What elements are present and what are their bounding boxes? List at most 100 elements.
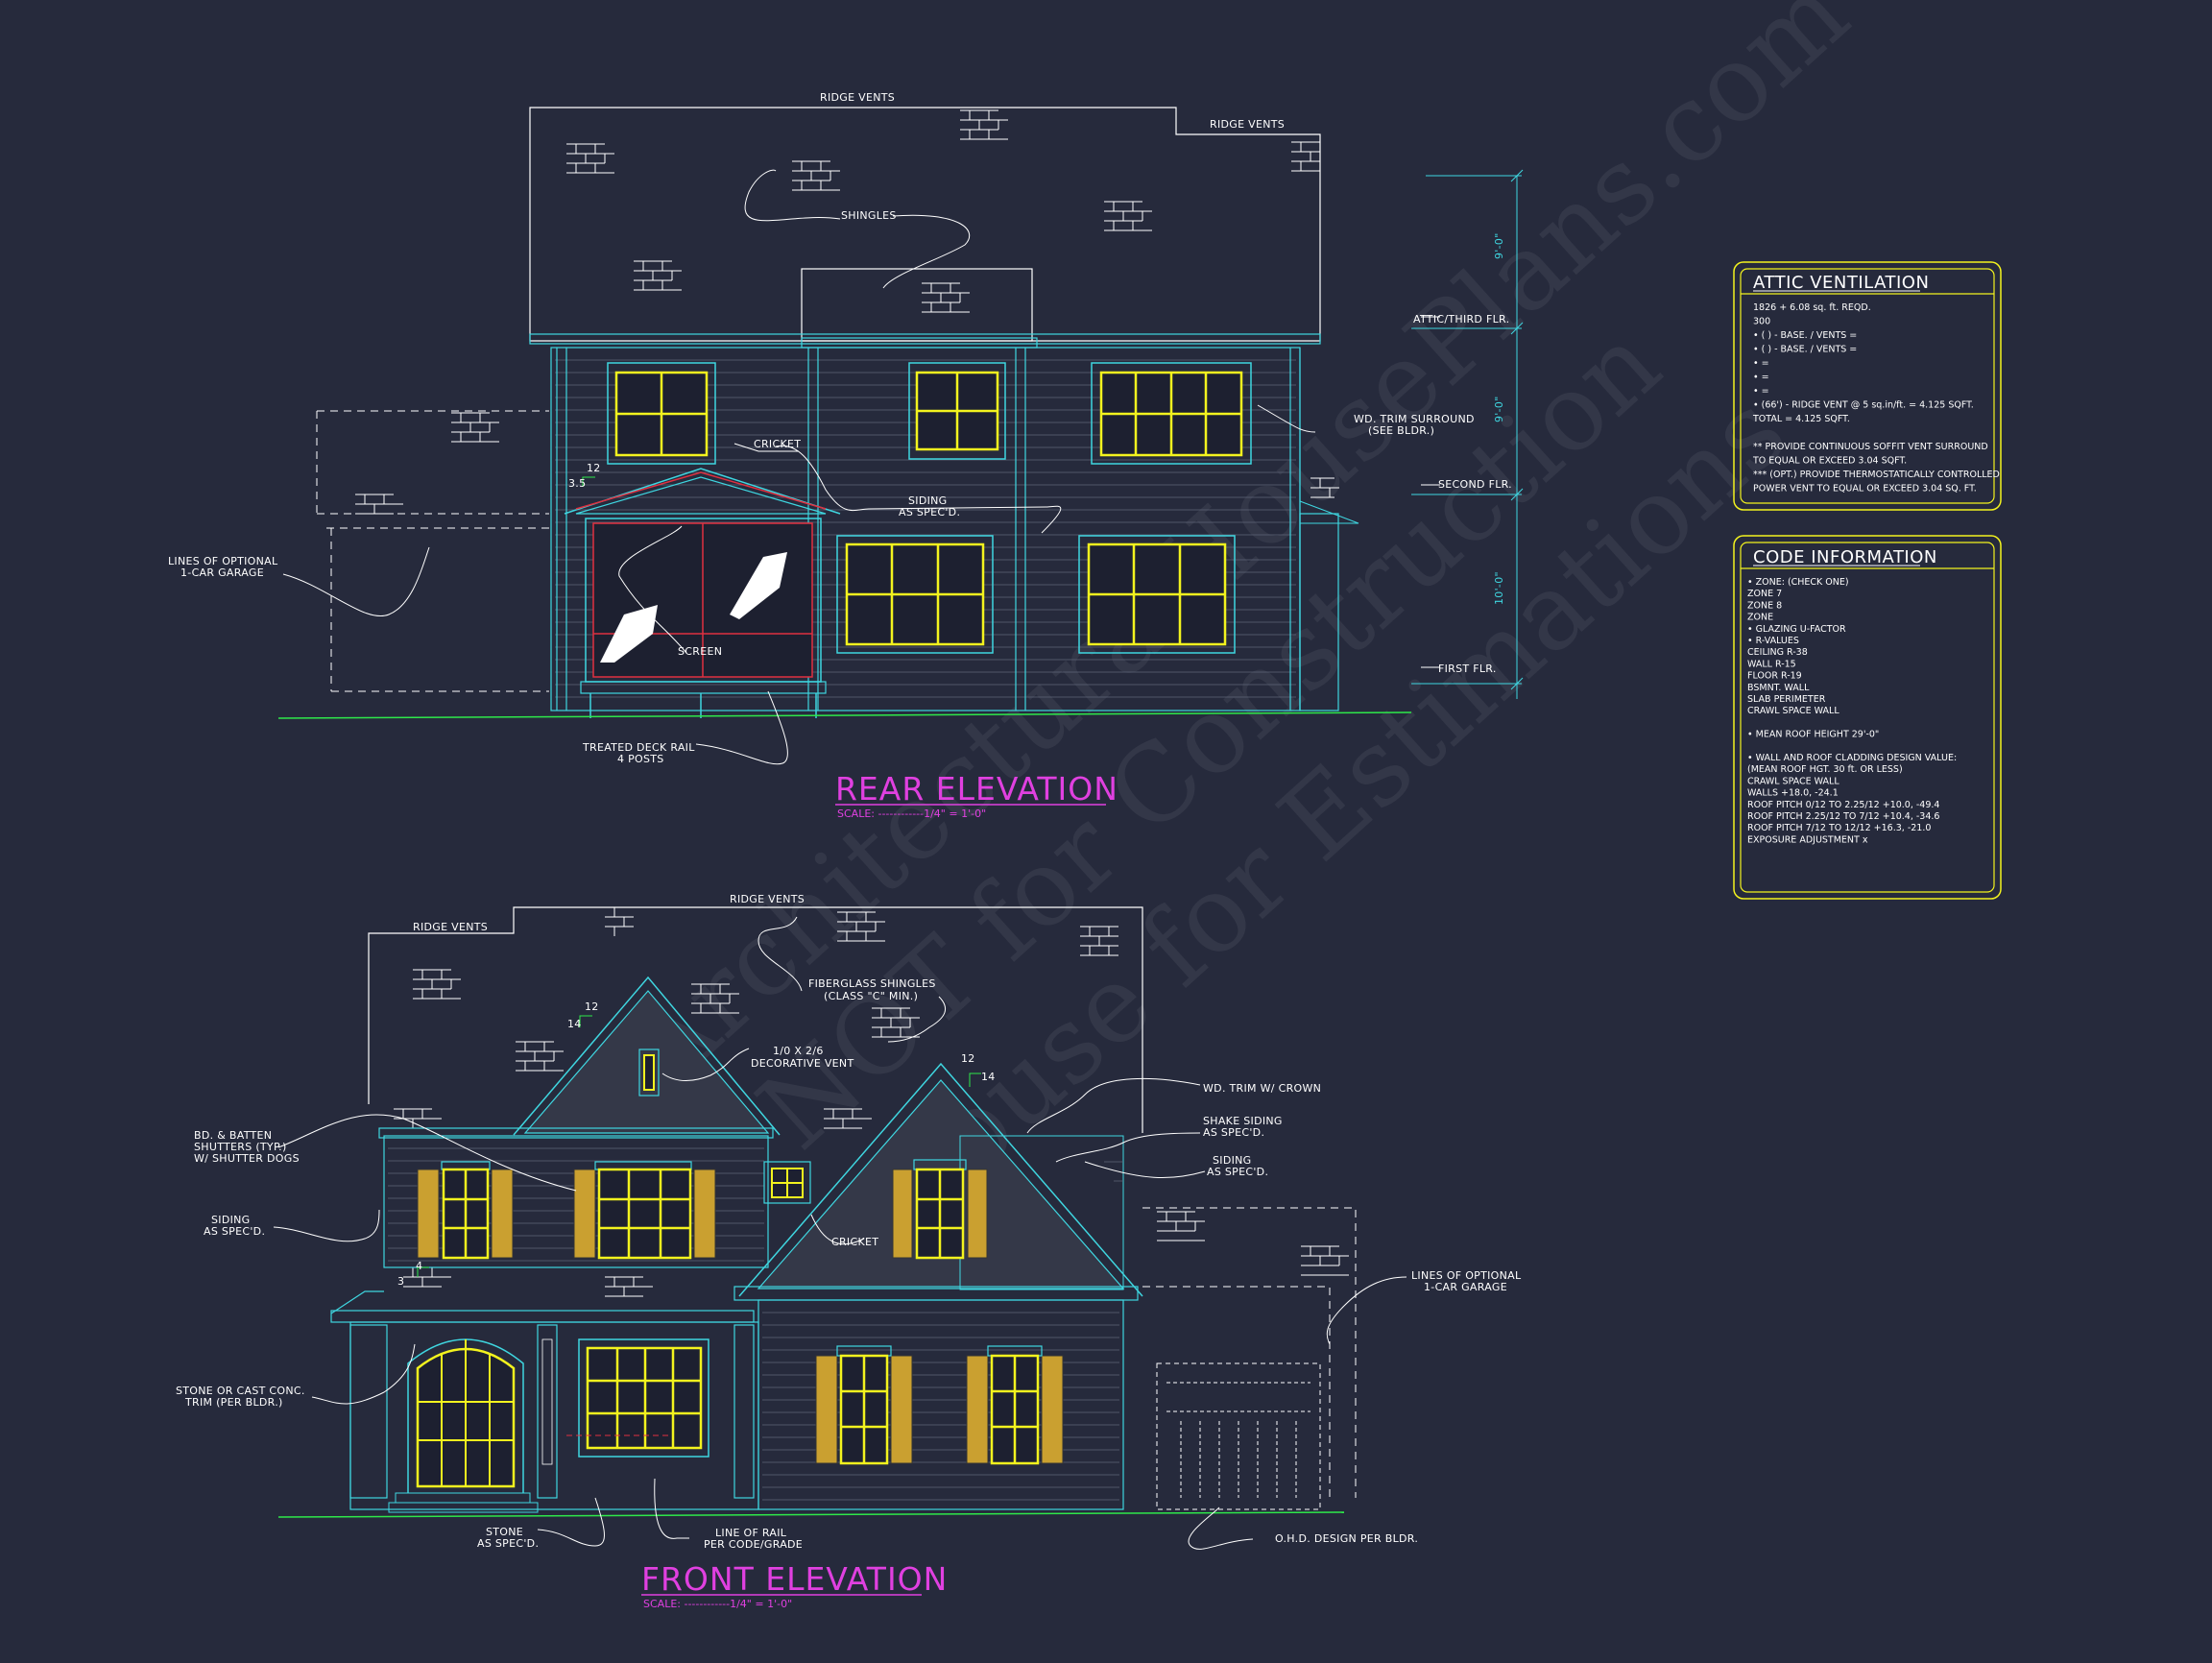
code_information-line: • GLAZING U-FACTOR xyxy=(1747,624,1846,635)
front-porch-beam xyxy=(330,1310,755,1323)
rear-garage-label-2: 1-CAR GARAGE xyxy=(180,566,264,579)
code_information-line: FLOOR R-19 xyxy=(1747,671,1802,682)
front-stone-trim-label-2: TRIM (PER BLDR.) xyxy=(184,1396,283,1409)
front-right-gable xyxy=(738,1062,1143,1297)
rear-shingles-label: SHINGLES xyxy=(841,209,897,222)
front-scale-label: SCALE: ------------1/4" = 1'-0" xyxy=(643,1598,792,1610)
front-shingle-symbols xyxy=(394,906,1349,1297)
code_information-line: SLAB PERIMETER xyxy=(1747,694,1826,705)
front-pitch-12a: 12 xyxy=(585,1000,599,1013)
attic-ventilation-lines: 1826 + 6.08 sq. ft. REQD.300• ( ) - BASE… xyxy=(1752,302,2000,494)
front-vent-label-1: 1/0 X 2/6 xyxy=(773,1045,824,1057)
front-fiberglass-label-2: (CLASS "C" MIN.) xyxy=(824,990,918,1002)
rear-dim-10ft: 10'-0" xyxy=(1493,571,1505,605)
rear-siding-label-1: SIDING xyxy=(908,494,948,507)
front-ridge-vents-label: RIDGE VENTS xyxy=(730,893,805,905)
code_information-line: • MEAN ROOF HEIGHT 29'-0" xyxy=(1747,730,1879,740)
rear-right-roof xyxy=(1299,500,1359,524)
front-pitch-4: 4 xyxy=(416,1260,422,1272)
front-siding-left-1: SIDING xyxy=(211,1214,251,1226)
code_information-line: ROOF PITCH 7/12 TO 12/12 +16.3, -21.0 xyxy=(1747,823,1931,833)
front-ohd-label: O.H.D. DESIGN PER BLDR. xyxy=(1275,1532,1418,1545)
rear-shingle-symbols xyxy=(355,109,1339,515)
code-information-lines: • ZONE: (CHECK ONE) ZONE 7 ZONE 8 ZONE• … xyxy=(1747,577,1957,845)
front-garage-label-2: 1-CAR GARAGE xyxy=(1424,1281,1507,1293)
front-shake-label-2: AS SPEC'D. xyxy=(1203,1126,1264,1139)
front-siding-left-2: AS SPEC'D. xyxy=(204,1225,265,1238)
rear-dim-9ft-upper: 9'-0" xyxy=(1493,232,1505,259)
front-siding-right-2: AS SPEC'D. xyxy=(1207,1166,1268,1178)
attic_ventilation-line: *** (OPT.) PROVIDE THERMOSTATICALLY CONT… xyxy=(1753,470,2000,480)
attic_ventilation-line: • ( ) - BASE. / VENTS = xyxy=(1753,330,1857,341)
code_information-line: • ZONE: (CHECK ONE) xyxy=(1747,577,1849,588)
rear-upper-windows xyxy=(607,362,1252,465)
watermark: ArchitecturalHousePlans.com NOT for Cons… xyxy=(602,0,1871,1260)
front-lower-wall xyxy=(757,1299,1124,1510)
rear-dormer xyxy=(801,268,1033,342)
front-stone-column xyxy=(541,1338,553,1465)
rear-trim-label-2: (SEE BLDR.) xyxy=(1368,424,1434,437)
rear-cricket-label: CRICKET xyxy=(754,438,801,450)
front-vent-label-2: DECORATIVE VENT xyxy=(751,1057,854,1070)
rear-garage-label-1: LINES OF OPTIONAL xyxy=(168,555,278,567)
front-cricket-label: CRICKET xyxy=(831,1236,878,1248)
front-elevation-title: FRONT ELEVATION xyxy=(641,1560,948,1598)
code_information-line: WALL R-15 xyxy=(1747,659,1796,669)
rear-dormer-eave xyxy=(801,337,1038,349)
code_information-line: (MEAN ROOF HGT. 30 ft. OR LESS) xyxy=(1747,764,1903,775)
front-batten-label-2: SHUTTERS (TYP.) xyxy=(194,1141,287,1153)
code_information-line: ZONE xyxy=(1747,613,1773,623)
front-elevation: 14 12 12 14 4 3 RIDGE VENTS RIDGE VENTS … xyxy=(176,893,1522,1610)
code_information-line: ROOF PITCH 0/12 TO 2.25/12 +10.0, -49.4 xyxy=(1747,800,1939,810)
front-batten-label-1: BD. & BATTEN xyxy=(194,1129,272,1142)
front-leader-lines xyxy=(273,916,1407,1550)
code_information-line: • WALL AND ROOF CLADDING DESIGN VALUE: xyxy=(1747,753,1957,763)
attic_ventilation-line: • = xyxy=(1753,373,1769,383)
attic_ventilation-line: • = xyxy=(1753,358,1769,369)
front-arched-door xyxy=(407,1338,524,1493)
rear-screen-label: SCREEN xyxy=(678,645,722,658)
front-decorative-vent xyxy=(638,1048,660,1097)
rear-siding-label-2: AS SPEC'D. xyxy=(899,506,960,518)
code_information-line: ROOF PITCH 2.25/12 TO 7/12 +10.4, -34.6 xyxy=(1747,811,1939,822)
front-fiberglass-label-1: FIBERGLASS SHINGLES xyxy=(808,977,936,990)
attic_ventilation-line: • = xyxy=(1753,386,1769,397)
front-garage-label-1: LINES OF OPTIONAL xyxy=(1411,1269,1522,1282)
rear-ridge-vents-label-2: RIDGE VENTS xyxy=(1210,118,1285,131)
front-roof-outline-main xyxy=(368,906,1143,1133)
rear-pitch-mark xyxy=(582,476,595,487)
front-lower-siding xyxy=(762,1312,1119,1501)
rear-dim-9ft: 9'-0" xyxy=(1493,396,1505,422)
rear-grade-line xyxy=(277,711,1412,719)
front-siding-right-1: SIDING xyxy=(1213,1154,1252,1167)
code_information-line: BSMNT. WALL xyxy=(1747,683,1810,693)
front-pitch-14b: 14 xyxy=(981,1071,996,1083)
code_information-line: • R-VALUES xyxy=(1747,636,1799,646)
attic_ventilation-line: 1826 + 6.08 sq. ft. REQD. xyxy=(1753,302,1871,313)
rear-leader-lines xyxy=(282,169,1440,765)
front-gable-window xyxy=(892,1159,988,1260)
front-pitch-12b: 12 xyxy=(961,1052,975,1065)
front-lower-windows xyxy=(815,1345,1064,1465)
code_information-line: CRAWL SPACE WALL xyxy=(1747,776,1839,786)
rear-first-floor-label: FIRST FLR. xyxy=(1438,663,1497,675)
attic_ventilation-line: POWER VENT TO EQUAL OR EXCEED 3.04 SQ. F… xyxy=(1753,484,1977,494)
front-rail-label-2: PER CODE/GRADE xyxy=(704,1538,803,1551)
code_information-line: ZONE 8 xyxy=(1747,600,1782,611)
rear-roof-outline xyxy=(529,107,1321,342)
rear-attic-floor-label: ATTIC/THIRD FLR. xyxy=(1413,313,1509,325)
front-upper-wall xyxy=(383,1135,769,1268)
rear-ridge-vents-label: RIDGE VENTS xyxy=(820,91,895,104)
code-information-box: CODE INFORMATION • ZONE: (CHECK ONE) ZON… xyxy=(1733,535,2002,900)
attic_ventilation-line: ** PROVIDE CONTINUOUS SOFFIT VENT SURROU… xyxy=(1753,442,1988,452)
front-stone-trim-label-1: STONE OR CAST CONC. xyxy=(176,1385,305,1397)
attic-ventilation-title: ATTIC VENTILATION xyxy=(1753,273,1929,293)
rear-screened-porch xyxy=(564,468,841,718)
attic_ventilation-line: • (66') - RIDGE VENT @ 5 sq.in/ft. = 4.1… xyxy=(1753,400,1974,411)
rear-elevation: 9'-0" 9'-0" 10'-0" 12 3.5 RIDGE VENTS RI… xyxy=(168,91,1524,820)
front-batten-label-3: W/ SHUTTER DOGS xyxy=(194,1152,300,1165)
code_information-line: WALLS +18.0, -24.1 xyxy=(1747,788,1839,799)
rear-right-wing xyxy=(1299,513,1339,711)
attic_ventilation-line: TOTAL = 4.125 SQFT. xyxy=(1752,414,1850,424)
